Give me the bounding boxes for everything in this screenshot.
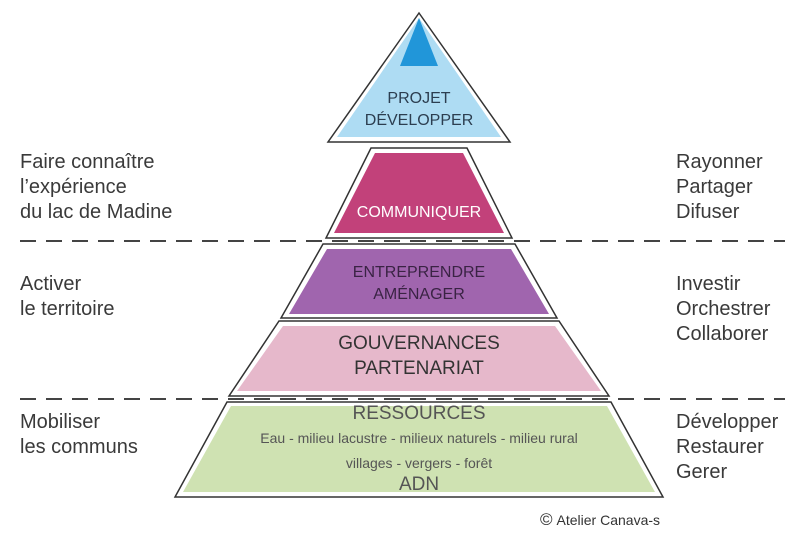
right-label-top-line-3: Difuser (676, 201, 740, 223)
right-label-bottom-line-2: Restaurer (676, 436, 764, 458)
label-projet-line-2: DÉVELOPPER (364, 112, 474, 129)
right-label-bottom-line-3: Gerer (676, 461, 728, 483)
right-label-middle-line-1: Investir (676, 273, 741, 295)
left-label-bottom-line-1: Mobiliser (20, 411, 101, 433)
label-ressources-detail-1: Eau - milieu lacustre - milieux naturels… (260, 430, 578, 446)
credit: ©Atelier Canava-s (540, 510, 660, 530)
right-label-top-line-1: Rayonner (676, 151, 763, 173)
tier-entreprendre-fill (289, 249, 549, 314)
left-label-top-line-3: du lac de Madine (20, 201, 173, 223)
label-projet-line-1: PROJET (387, 90, 451, 107)
left-label-top: Faire connaître l’expérience du lac de M… (20, 150, 172, 225)
label-gouvernances-line-1: GOUVERNANCES (338, 333, 500, 354)
left-label-middle-line-1: Activer (20, 273, 82, 295)
label-gouvernances-line-2: PARTENARIAT (354, 358, 484, 379)
tier-gouvernances-fill (237, 326, 601, 391)
label-ressources-title: RESSOURCES (352, 403, 486, 424)
left-label-middle: Activer le territoire (20, 272, 114, 322)
right-label-bottom: Développer Restaurer Gerer (676, 410, 778, 485)
right-label-top: Rayonner Partager Difuser (676, 150, 763, 225)
label-entreprendre-line-1: ENTREPRENDRE (352, 264, 486, 281)
label-entreprendre-line-2: AMÉNAGER (373, 286, 465, 303)
left-label-top-line-2: l’expérience (20, 176, 127, 198)
label-ressources-detail-2: villages - vergers - forêt (345, 455, 493, 471)
right-label-middle-line-2: Orchestrer (676, 298, 771, 320)
credit-text: Atelier Canava-s (556, 512, 661, 528)
copyright-icon: © (540, 510, 553, 529)
left-label-top-line-1: Faire connaître (20, 151, 155, 173)
label-ressources-base: ADN (398, 474, 440, 495)
right-label-middle-line-3: Collaborer (676, 323, 769, 345)
tier-projet-apex (400, 18, 438, 66)
label-communiquer: COMMUNIQUER (356, 204, 482, 221)
label-entreprendre: ENTREPRENDRE AMÉNAGER (353, 262, 485, 306)
label-projet: PROJET DÉVELOPPER (365, 88, 473, 132)
tier-ressources-fill (183, 406, 655, 492)
right-label-top-line-2: Partager (676, 176, 753, 198)
tier-projet-fill (337, 18, 501, 137)
left-label-bottom: Mobiliser les communs (20, 410, 138, 460)
right-label-bottom-line-1: Développer (676, 411, 779, 433)
right-label-middle: Investir Orchestrer Collaborer (676, 272, 770, 347)
left-label-bottom-line-2: les communs (20, 436, 138, 458)
left-label-middle-line-2: le territoire (20, 298, 115, 320)
label-gouvernances: GOUVERNANCES PARTENARIAT (338, 331, 500, 381)
tier-communiquer-fill (334, 153, 504, 233)
